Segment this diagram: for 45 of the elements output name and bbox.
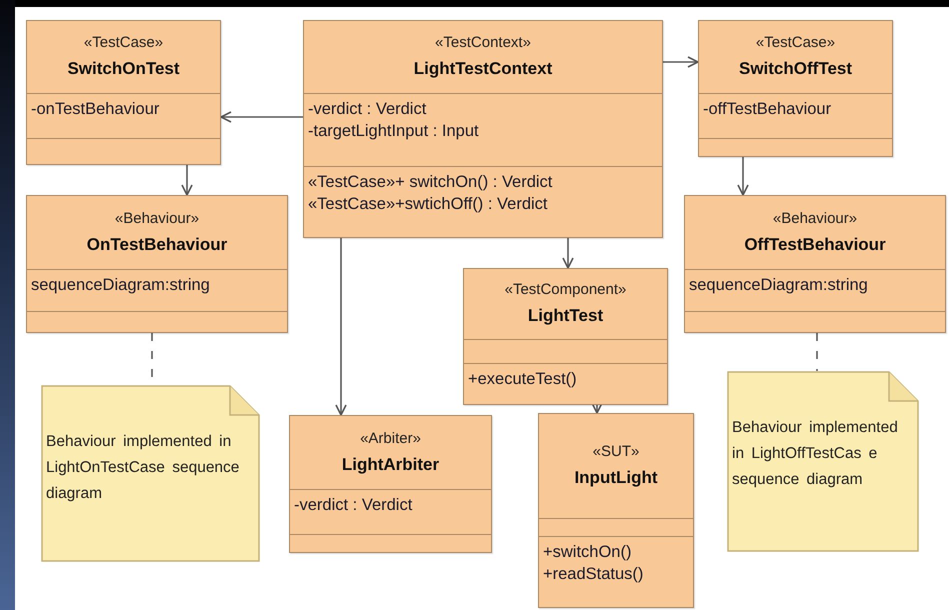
attribute-text: sequenceDiagram:string	[31, 275, 211, 296]
stereotype-label: «SUT»	[592, 442, 640, 462]
class-box	[684, 195, 946, 333]
note-anchor-line	[816, 333, 818, 371]
stereotype-label: «TestComponent»	[504, 280, 626, 300]
stereotype-label: «Behaviour»	[114, 208, 200, 228]
class-box	[303, 20, 663, 238]
stereotype-label: «Arbiter»	[360, 428, 421, 448]
class-name: OnTestBehaviour	[86, 234, 228, 256]
operation-text: +executeTest()	[468, 369, 578, 390]
class-box	[538, 413, 694, 608]
note-text: Behaviour implemented in LightOnTestCase sequence diagram	[46, 432, 240, 504]
attribute-text: -onTestBehaviour	[31, 99, 160, 120]
attribute-text: -verdict : Verdict	[294, 495, 414, 516]
class-name: LightTest	[528, 305, 604, 327]
operation-text: «TestCase»+ switchOn() : Verdict	[308, 172, 554, 193]
association-arrow	[335, 238, 347, 416]
note-text: Behaviour implemented in LightOffTestCas e sequence diagram	[732, 418, 899, 490]
operation-text: «TestCase»+swtichOff() : Verdict	[308, 194, 548, 215]
class-box	[289, 415, 492, 553]
class-name: OffTestBehaviour	[744, 234, 886, 256]
class-box	[463, 268, 668, 405]
class-name: LightArbiter	[342, 454, 440, 476]
stereotype-label: «Behaviour»	[772, 208, 858, 228]
class-name: SwitchOffTest	[738, 58, 852, 80]
operation-text: +readStatus()	[543, 564, 644, 585]
attribute-text: -offTestBehaviour	[703, 99, 832, 120]
association-arrow	[562, 238, 574, 269]
association-arrow	[737, 157, 749, 196]
class-name: LightTestContext	[414, 58, 552, 80]
attribute-text: -targetLightInput : Input	[308, 121, 480, 142]
operation-text: +switchOn()	[543, 542, 632, 563]
class-name: SwitchOnTest	[67, 58, 180, 80]
stereotype-label: «TestCase»	[756, 33, 836, 53]
class-box	[698, 20, 893, 157]
stereotype-label: «TestCase»	[84, 33, 164, 53]
attribute-text: sequenceDiagram:string	[689, 275, 869, 296]
attribute-text: -verdict : Verdict	[308, 99, 428, 120]
class-box	[26, 195, 288, 333]
association-arrow	[181, 165, 193, 196]
class-box	[26, 20, 221, 165]
stereotype-label: «TestContext»	[435, 33, 531, 53]
class-name: InputLight	[574, 467, 658, 489]
association-arrow	[663, 56, 699, 68]
association-arrow	[220, 111, 303, 123]
